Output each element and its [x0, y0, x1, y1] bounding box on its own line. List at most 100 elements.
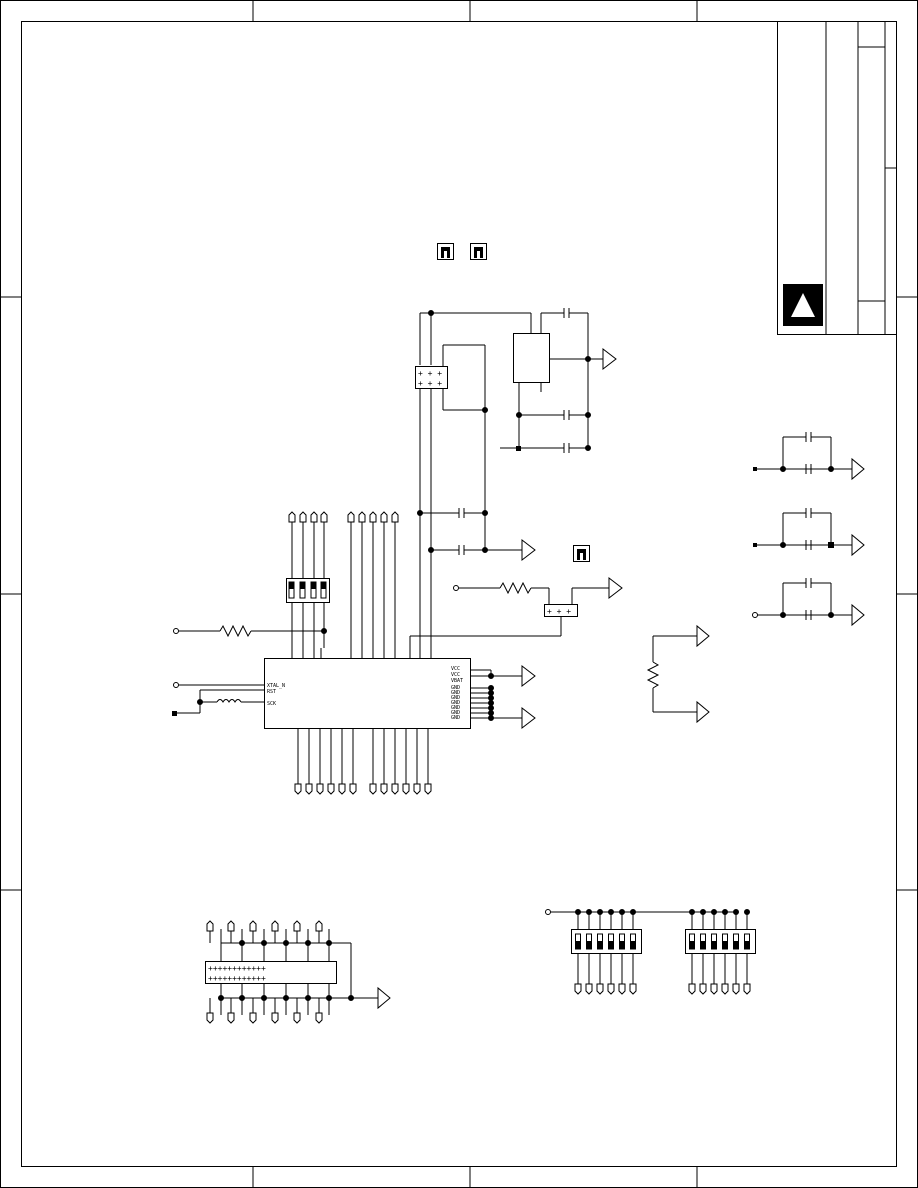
- pin-label: VCC: [451, 666, 460, 672]
- connector-icon: [294, 783, 302, 795]
- connector-icon: [688, 983, 696, 995]
- connector-icon: [288, 511, 296, 523]
- connector-icon: [607, 983, 615, 995]
- ic-left-pin-labels: XTAL_N RST SCK: [267, 683, 285, 707]
- connector-icon: [585, 983, 593, 995]
- ic-left-inputs: [172, 624, 327, 716]
- junction-dot: [239, 995, 245, 1001]
- connector-icon: [358, 511, 366, 523]
- connector-icon: [629, 983, 637, 995]
- svg-text:+ + +: + + +: [547, 607, 571, 616]
- junction-dot: [283, 995, 289, 1001]
- ground-triangle-icon: [851, 457, 865, 481]
- junction-dot: [630, 909, 636, 915]
- connector-icon: [413, 783, 421, 795]
- junction-dot: [488, 705, 494, 711]
- junction-dot: [608, 909, 614, 915]
- connector-icon: [338, 783, 346, 795]
- ground-triangle-icon: [377, 986, 391, 1010]
- main-ic: [264, 648, 471, 729]
- junction-dot: [326, 940, 332, 946]
- connector-icon: [316, 783, 324, 795]
- connector-icon: [349, 783, 357, 795]
- bias-resistor-section: + + +: [409, 576, 623, 658]
- power-regulator-section: + + + + + +: [415, 308, 617, 658]
- connector-icon: [315, 920, 323, 932]
- filter-network-3: [752, 578, 865, 627]
- connector-icon: [574, 983, 582, 995]
- load-resistor: [646, 624, 710, 724]
- ground-triangle-icon: [851, 603, 865, 627]
- ground-triangle-icon: [521, 706, 536, 730]
- switch-knob: [733, 941, 739, 949]
- switch-knob: [711, 941, 717, 949]
- connector-icon: [369, 511, 377, 523]
- switch-knob: [700, 941, 706, 949]
- junction-dot: [488, 715, 494, 721]
- junction-dot: [261, 940, 267, 946]
- junction-dot: [744, 909, 750, 915]
- switch-knob: [722, 941, 728, 949]
- generated-elements: [206, 511, 751, 1024]
- connector-icon: [310, 511, 318, 523]
- pin-label: GND: [451, 685, 460, 691]
- pin-label: GND: [451, 690, 460, 696]
- junction-dot: [218, 995, 224, 1001]
- pin-label: GND: [451, 695, 460, 701]
- pin-label: RST: [267, 689, 276, 695]
- switch-knob: [689, 941, 695, 949]
- connector-icon: [710, 983, 718, 995]
- junction-dot: [597, 909, 603, 915]
- pin-label: GND: [451, 700, 460, 706]
- connector-icon: [391, 511, 399, 523]
- connector-icon: [347, 511, 355, 523]
- connector-icon: [206, 1012, 214, 1024]
- connector-icon: [293, 1012, 301, 1024]
- header-2x12: ++++++++++++ ++++++++++++: [205, 942, 391, 1010]
- junction-dot: [488, 695, 494, 701]
- pin-label: GND: [451, 715, 460, 721]
- junction-dot: [619, 909, 625, 915]
- pin-label: VBAT: [451, 678, 463, 684]
- connector-icon: [391, 783, 399, 795]
- connector-icon: [315, 1012, 323, 1024]
- dip-switch-4: [286, 578, 330, 603]
- junction-dot: [488, 685, 494, 691]
- junction-dot: [305, 995, 311, 1001]
- connector-icon: [380, 783, 388, 795]
- connector-icon: [732, 983, 740, 995]
- switch-knob: [586, 941, 592, 949]
- connector-icon: [369, 783, 377, 795]
- connector-icon: [293, 920, 301, 932]
- connector-icon: [699, 983, 707, 995]
- connector-icon: [227, 1012, 235, 1024]
- switch-knob: [630, 941, 636, 949]
- junction-dot: [326, 995, 332, 1001]
- junction-dot: [689, 909, 695, 915]
- connector-icon: [227, 920, 235, 932]
- pin-label: VCC: [451, 672, 460, 678]
- switch-knob: [575, 941, 581, 949]
- connector-icon: [618, 983, 626, 995]
- filter-network-1: [753, 432, 865, 481]
- junction-dot: [283, 940, 289, 946]
- junction-dot: [700, 909, 706, 915]
- junction-dot: [488, 710, 494, 716]
- test-pad-icon: [437, 243, 454, 260]
- pin-label: XTAL_N: [267, 683, 285, 689]
- dip-switch-banks: [545, 909, 756, 954]
- pin-label: GND: [451, 710, 460, 716]
- junction-dot: [239, 940, 245, 946]
- title-block: [777, 21, 897, 335]
- junction-dot: [305, 940, 311, 946]
- test-pad-icon: [470, 243, 487, 260]
- connector-icon: [249, 1012, 257, 1024]
- junction-dot: [488, 700, 494, 706]
- svg-text:++++++++++++: ++++++++++++: [208, 974, 266, 983]
- switch-knob: [744, 941, 750, 949]
- pin-label: SCK: [267, 701, 276, 707]
- connector-icon: [327, 783, 335, 795]
- connector-icon: [206, 920, 214, 932]
- header-1x3: [544, 604, 578, 617]
